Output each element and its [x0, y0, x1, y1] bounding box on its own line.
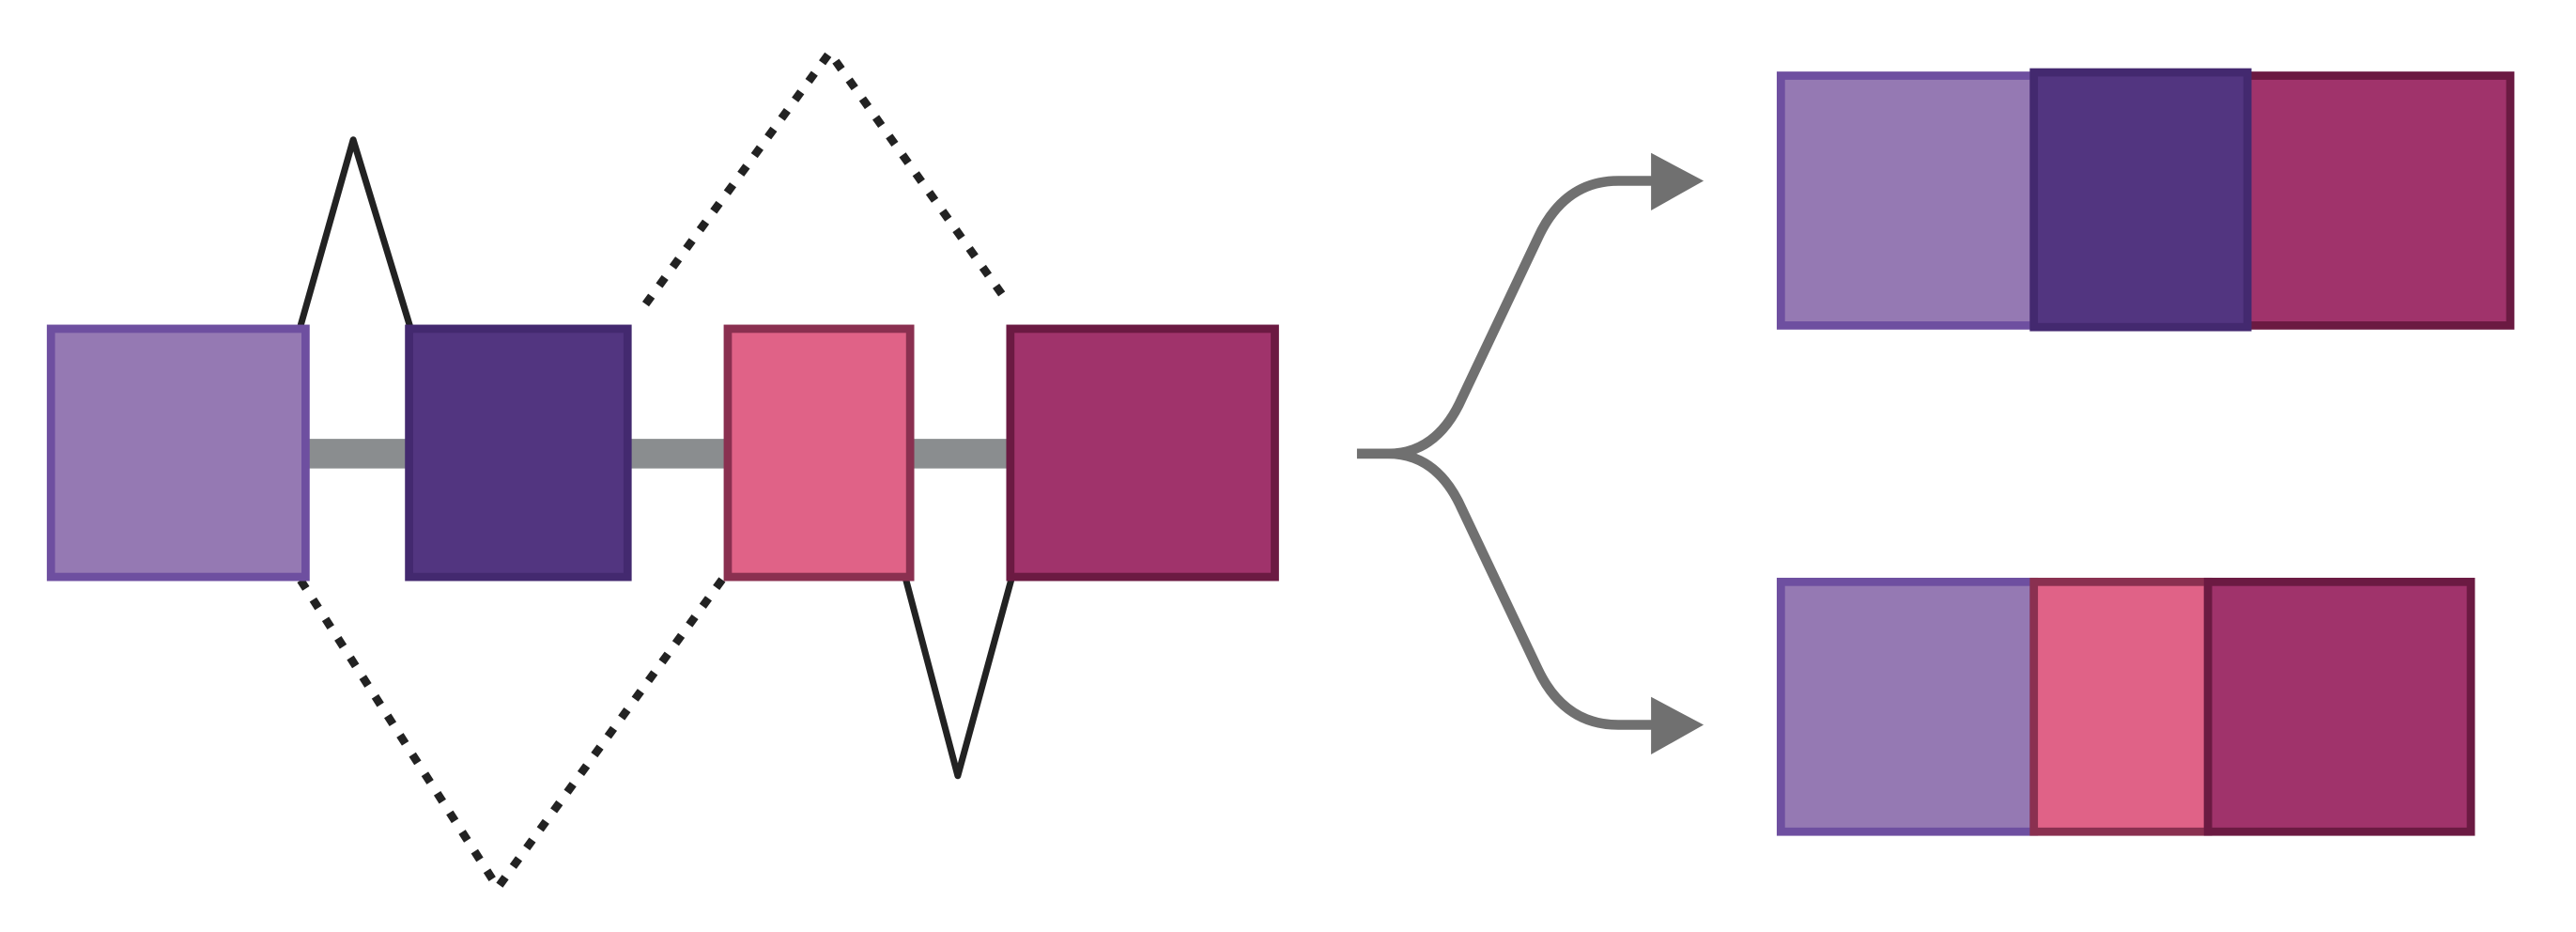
splice-junction-1-2	[297, 136, 414, 330]
branch-arrow-top	[1356, 176, 1655, 459]
exon-1	[46, 324, 310, 582]
splice-junction-3-4	[902, 576, 1015, 780]
isoform1-exon-4	[2243, 71, 2515, 330]
isoform2-exon-3	[2029, 577, 2213, 836]
isoform1-exon-2	[2029, 68, 2252, 332]
exon-2	[405, 324, 632, 582]
mrna-isoform-1	[1776, 68, 2515, 332]
mrna-isoform-2	[1776, 577, 2476, 836]
branch-arrow-bottom	[1356, 448, 1655, 730]
splice-junction-2-4-dotted	[641, 45, 1010, 307]
isoform2-exon-4	[2203, 577, 2476, 836]
exon-4	[1006, 324, 1279, 582]
isoform1-exon-1	[1776, 71, 2039, 330]
arrowhead-bottom-icon	[1651, 696, 1704, 755]
arrowhead-top-icon	[1651, 152, 1704, 210]
isoform2-exon-1	[1776, 577, 2039, 836]
exon-3	[723, 324, 915, 582]
splice-junction-1-3-dotted	[297, 576, 727, 895]
